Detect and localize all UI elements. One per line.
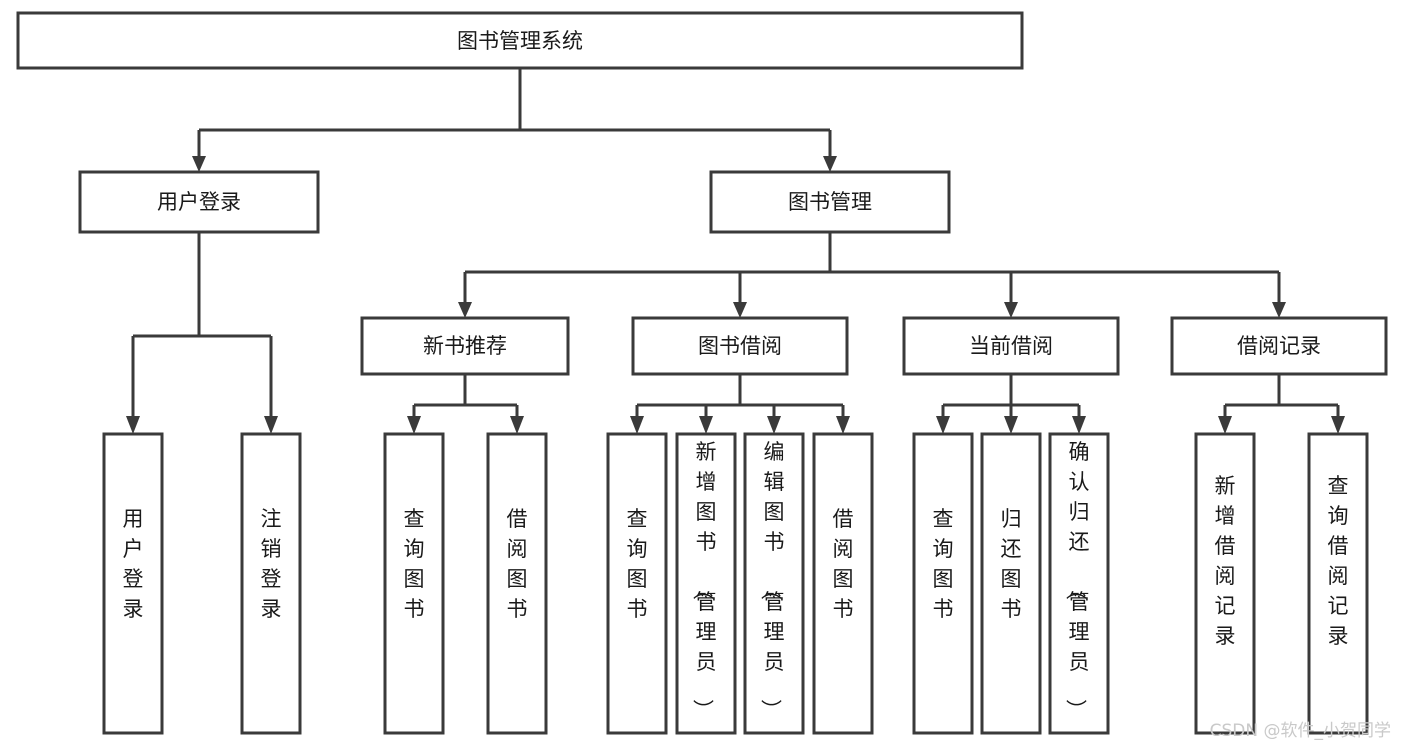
leaf-return-book-label: 归还图书	[1001, 507, 1022, 621]
leaf-query-record[interactable]: 查询借阅记录	[1307, 432, 1369, 735]
node-current-borrow-label: 当前借阅	[969, 334, 1053, 358]
arrowhead-leaf-query-record	[1331, 416, 1345, 434]
arrowhead-book-management	[823, 156, 837, 172]
leaf-edit-book-box[interactable]	[743, 432, 805, 735]
leaf-user-login[interactable]: 用户登录	[102, 432, 164, 735]
node-book-borrow-label: 图书借阅	[698, 334, 782, 358]
leaf-query-book-1-box[interactable]	[383, 432, 445, 735]
connector-layer	[126, 68, 1345, 434]
node-book-management-label: 图书管理	[788, 190, 872, 214]
arrowhead-leaf-confirm-return	[1072, 416, 1086, 434]
leaf-confirm-return-box[interactable]	[1048, 432, 1110, 735]
leaf-add-record-label: 新增借阅记录	[1215, 474, 1236, 648]
leaf-user-logout-label: 注销登录	[261, 507, 282, 621]
leaf-user-logout-box[interactable]	[240, 432, 302, 735]
arrowhead-leaf-add-book	[699, 416, 713, 434]
csdn-watermark: CSDN @软件_小贺同学	[1209, 721, 1391, 741]
node-book-management-box[interactable]	[709, 170, 951, 234]
leaf-confirm-return[interactable]: 确认归还（管理员）	[1048, 432, 1110, 735]
arrowhead-leaf-edit-book	[767, 416, 781, 434]
leaf-user-login-box[interactable]	[102, 432, 164, 735]
leaf-confirm-return-label: 确认归还（管理员）	[1064, 440, 1090, 720]
leaf-user-logout[interactable]: 注销登录	[240, 432, 302, 735]
leaf-return-book[interactable]: 归还图书	[980, 432, 1042, 735]
leaf-query-book-3-box[interactable]	[912, 432, 974, 735]
arrowhead-user-login	[192, 156, 206, 172]
leaf-add-book-box[interactable]	[675, 432, 737, 735]
arrowhead-borrow-record	[1272, 302, 1286, 318]
leaf-query-book-2-label: 查询图书	[627, 507, 648, 621]
leaf-return-book-box[interactable]	[980, 432, 1042, 735]
leaf-query-book-1[interactable]: 查询图书	[383, 432, 445, 735]
node-new-book-recommend-box[interactable]	[360, 316, 570, 376]
arrowhead-leaf-return-book	[1004, 416, 1018, 434]
leaf-borrow-book-2[interactable]: 借阅图书	[812, 432, 874, 735]
leaf-user-login-label: 用户登录	[123, 507, 144, 621]
node-current-borrow-box[interactable]	[902, 316, 1120, 376]
leaf-add-record-box[interactable]	[1194, 432, 1256, 735]
leaf-query-book-3-label: 查询图书	[933, 507, 954, 621]
node-borrow-record-box[interactable]	[1170, 316, 1388, 376]
leaf-borrow-book-1[interactable]: 借阅图书	[486, 432, 548, 735]
node-root-label: 图书管理系统	[457, 29, 583, 53]
leaf-query-record-box[interactable]	[1307, 432, 1369, 735]
node-borrow-record[interactable]: 借阅记录	[1170, 316, 1388, 376]
arrowhead-leaf-query-book-1	[407, 416, 421, 434]
arrowhead-leaf-query-book-3	[936, 416, 950, 434]
arrowhead-leaf-borrow-book-2	[836, 416, 850, 434]
node-book-management[interactable]: 图书管理	[709, 170, 951, 234]
arrowhead-leaf-query-book-2	[630, 416, 644, 434]
node-current-borrow[interactable]: 当前借阅	[902, 316, 1120, 376]
node-new-book-recommend-label: 新书推荐	[423, 334, 507, 358]
node-user-login[interactable]: 用户登录	[78, 170, 320, 234]
arrowhead-leaf-add-record	[1218, 416, 1232, 434]
node-book-borrow-box[interactable]	[631, 316, 849, 376]
leaf-nodes-layer: 用户登录 注销登录 查询图书 借阅图书 查询图书 新增图书（管理员） 编辑图书（…	[102, 432, 1369, 735]
arrowhead-current-borrow	[1004, 302, 1018, 318]
leaf-edit-book-label: 编辑图书（管理员）	[759, 440, 785, 720]
leaf-borrow-book-2-box[interactable]	[812, 432, 874, 735]
leaf-add-record[interactable]: 新增借阅记录	[1194, 432, 1256, 735]
node-new-book-recommend[interactable]: 新书推荐	[360, 316, 570, 376]
node-root[interactable]: 图书管理系统	[16, 11, 1024, 70]
arrowhead-leaf-user-logout	[264, 416, 278, 434]
leaf-borrow-book-2-label: 借阅图书	[833, 507, 854, 621]
leaf-add-book-label: 新增图书（管理员）	[691, 440, 717, 720]
node-borrow-record-label: 借阅记录	[1237, 334, 1321, 358]
node-user-login-label: 用户登录	[157, 190, 241, 214]
arrowhead-book-borrow	[733, 302, 747, 318]
arrowhead-leaf-user-login	[126, 416, 140, 434]
node-root-box[interactable]	[16, 11, 1024, 70]
leaf-query-book-2-box[interactable]	[606, 432, 668, 735]
leaf-query-book-2[interactable]: 查询图书	[606, 432, 668, 735]
leaf-borrow-book-1-label: 借阅图书	[507, 507, 528, 621]
arrowhead-new-book-recommend	[458, 302, 472, 318]
leaf-query-record-label: 查询借阅记录	[1328, 474, 1349, 648]
leaf-edit-book[interactable]: 编辑图书（管理员）	[743, 432, 805, 735]
leaf-add-book[interactable]: 新增图书（管理员）	[675, 432, 737, 735]
node-book-borrow[interactable]: 图书借阅	[631, 316, 849, 376]
node-user-login-box[interactable]	[78, 170, 320, 234]
leaf-query-book-3[interactable]: 查询图书	[912, 432, 974, 735]
leaf-borrow-book-1-box[interactable]	[486, 432, 548, 735]
arrowhead-leaf-borrow-book-1	[510, 416, 524, 434]
leaf-query-book-1-label: 查询图书	[404, 507, 425, 621]
